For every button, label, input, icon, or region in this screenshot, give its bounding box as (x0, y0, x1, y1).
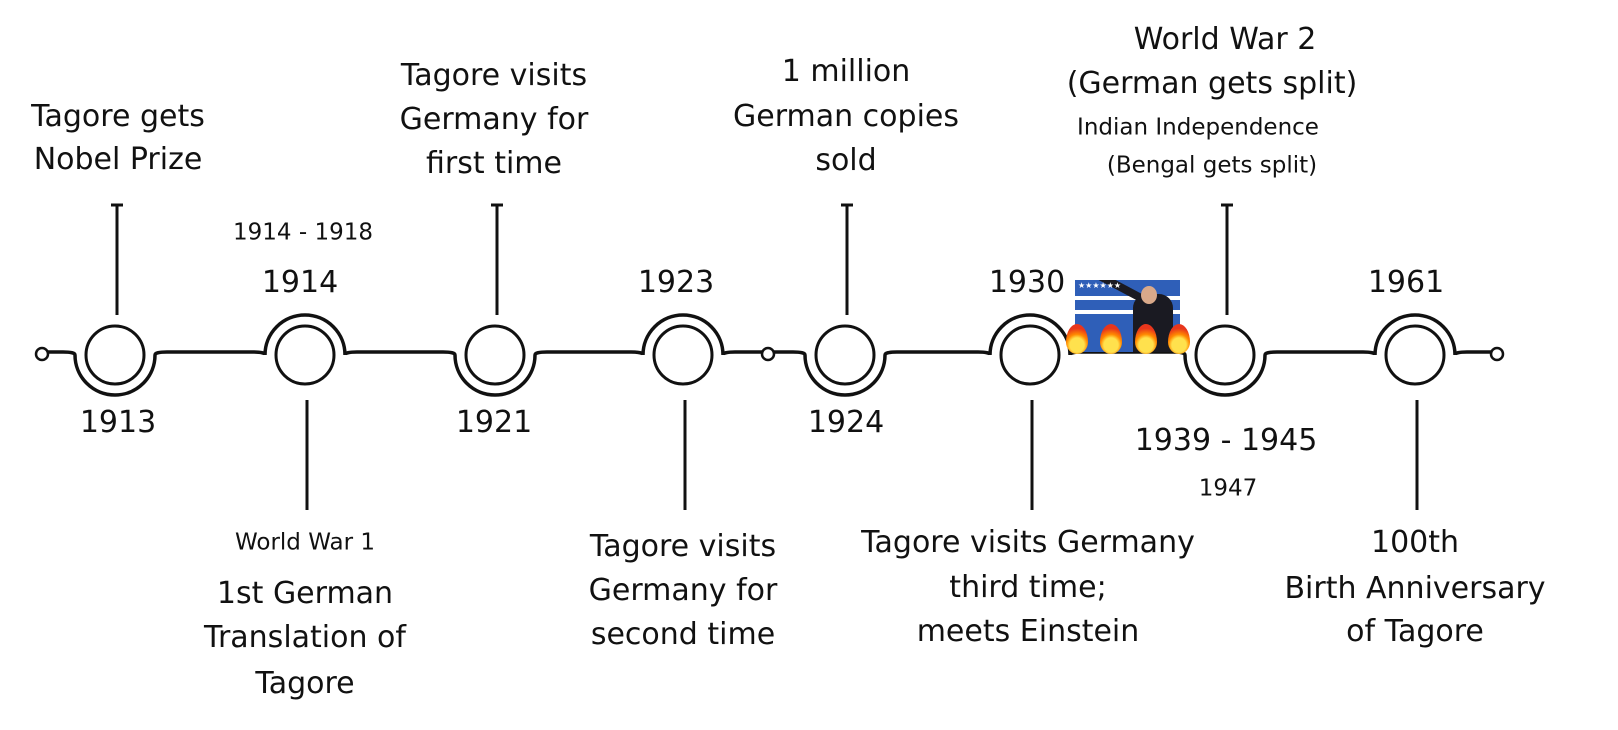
person-head (1141, 286, 1157, 304)
year-1923: 1923 (637, 265, 715, 300)
event-1961-line1: 100th (1370, 525, 1460, 560)
year-1939-1945: 1939 - 1945 (1134, 423, 1318, 458)
event-1923-line2: Germany for (588, 573, 778, 608)
year-1930: 1930 (988, 265, 1066, 300)
year-1921: 1921 (455, 405, 533, 440)
event-1930-line2: third time; (949, 570, 1107, 605)
event-1924-line1: 1 million (781, 54, 911, 89)
year-1924: 1924 (807, 405, 885, 440)
timeline-node (652, 324, 714, 386)
event-1961-line2: Birth Anniversary (1284, 571, 1546, 606)
event-1913-line2: Nobel Prize (33, 142, 203, 177)
event-1913-line1: Tagore gets (31, 99, 205, 134)
timeline-node (999, 324, 1061, 386)
stripe (1075, 310, 1180, 314)
fire-icon (1135, 324, 1157, 354)
year-range-1914-1918: 1914 - 1918 (233, 219, 373, 246)
year-1913: 1913 (79, 405, 157, 440)
timeline-node (274, 324, 336, 386)
event-1921-line3: first time (426, 146, 562, 181)
event-1914-line2: Translation of (204, 620, 406, 655)
event-1923-line1: Tagore visits (589, 529, 777, 564)
fire-icon (1066, 324, 1088, 354)
event-1939-line1: World War 2 (1133, 22, 1317, 57)
event-1921-line2: Germany for (399, 102, 589, 137)
timeline-node (464, 324, 526, 386)
year-1914: 1914 (261, 265, 339, 300)
timeline-node (1194, 324, 1256, 386)
event-1947-line1: Indian Independence (1077, 114, 1319, 141)
event-1947-line2: (Bengal gets split) (1106, 152, 1318, 179)
timeline-node (1384, 324, 1446, 386)
timeline-node (814, 324, 876, 386)
event-1930-line1: Tagore visits Germany (861, 525, 1195, 560)
fire-icon (1100, 324, 1122, 354)
stripe (1075, 296, 1180, 300)
timeline-node (84, 324, 146, 386)
line-end-cap (34, 346, 50, 362)
event-1914-small: World War 1 (235, 529, 375, 556)
event-1923-line3: second time (590, 617, 776, 652)
year-1961: 1961 (1367, 265, 1445, 300)
line-end-cap (760, 346, 776, 362)
event-1924-line3: sold (815, 143, 877, 178)
event-1921-line1: Tagore visits (400, 58, 588, 93)
event-1914-line1: 1st German (216, 576, 394, 611)
stars-decoration: ★★★★★★ (1078, 281, 1122, 290)
event-1914-line3: Tagore (255, 666, 355, 701)
event-1939-line2: (German gets split) (1066, 66, 1358, 101)
line-end-cap (1489, 346, 1505, 362)
event-1961-line3: of Tagore (1346, 614, 1484, 649)
year-1947: 1947 (1198, 475, 1258, 502)
photo-sticker: ★★★★★★ (1075, 280, 1180, 352)
event-1924-line2: German copies (733, 99, 959, 134)
event-1930-line3: meets Einstein (916, 614, 1140, 649)
fire-icon (1168, 324, 1190, 354)
